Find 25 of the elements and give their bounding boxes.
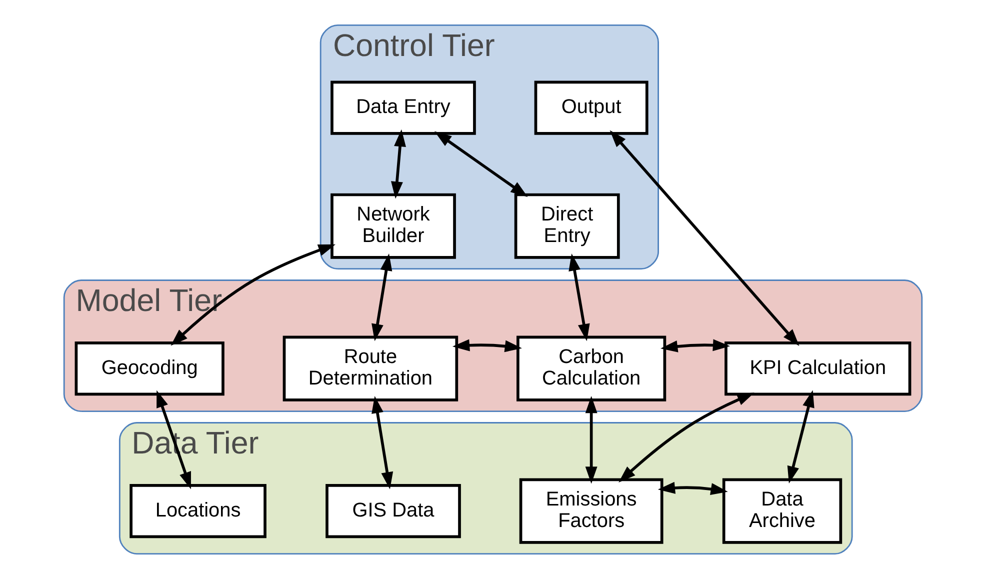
arrow: [434, 131, 528, 197]
arrow: [618, 392, 754, 483]
node-box: Locations: [130, 484, 266, 538]
arrow: [372, 254, 392, 342]
arrow: [170, 244, 336, 346]
arrow: [391, 129, 406, 199]
node-box: Data Entry: [330, 80, 476, 135]
node-box: Geocoding: [74, 342, 224, 396]
node-box: GIS Data: [326, 484, 461, 538]
node-box: Output: [534, 80, 648, 135]
arrow: [610, 130, 800, 346]
arrow: [568, 254, 590, 342]
node-box: Carbon Calculation: [516, 336, 666, 402]
node-box: Emissions Factors: [519, 478, 664, 544]
arrow: [585, 396, 598, 484]
node-box: KPI Calculation: [724, 342, 912, 396]
arrow: [660, 339, 730, 352]
arrow: [787, 390, 814, 484]
node-box: Route Determination: [282, 336, 458, 402]
arrow: [452, 339, 522, 352]
arrow: [658, 482, 728, 495]
node-box: Data Archive: [722, 478, 842, 544]
arrow: [372, 396, 394, 490]
node-box: Direct Entry: [514, 193, 620, 259]
node-box: Network Builder: [330, 193, 456, 259]
